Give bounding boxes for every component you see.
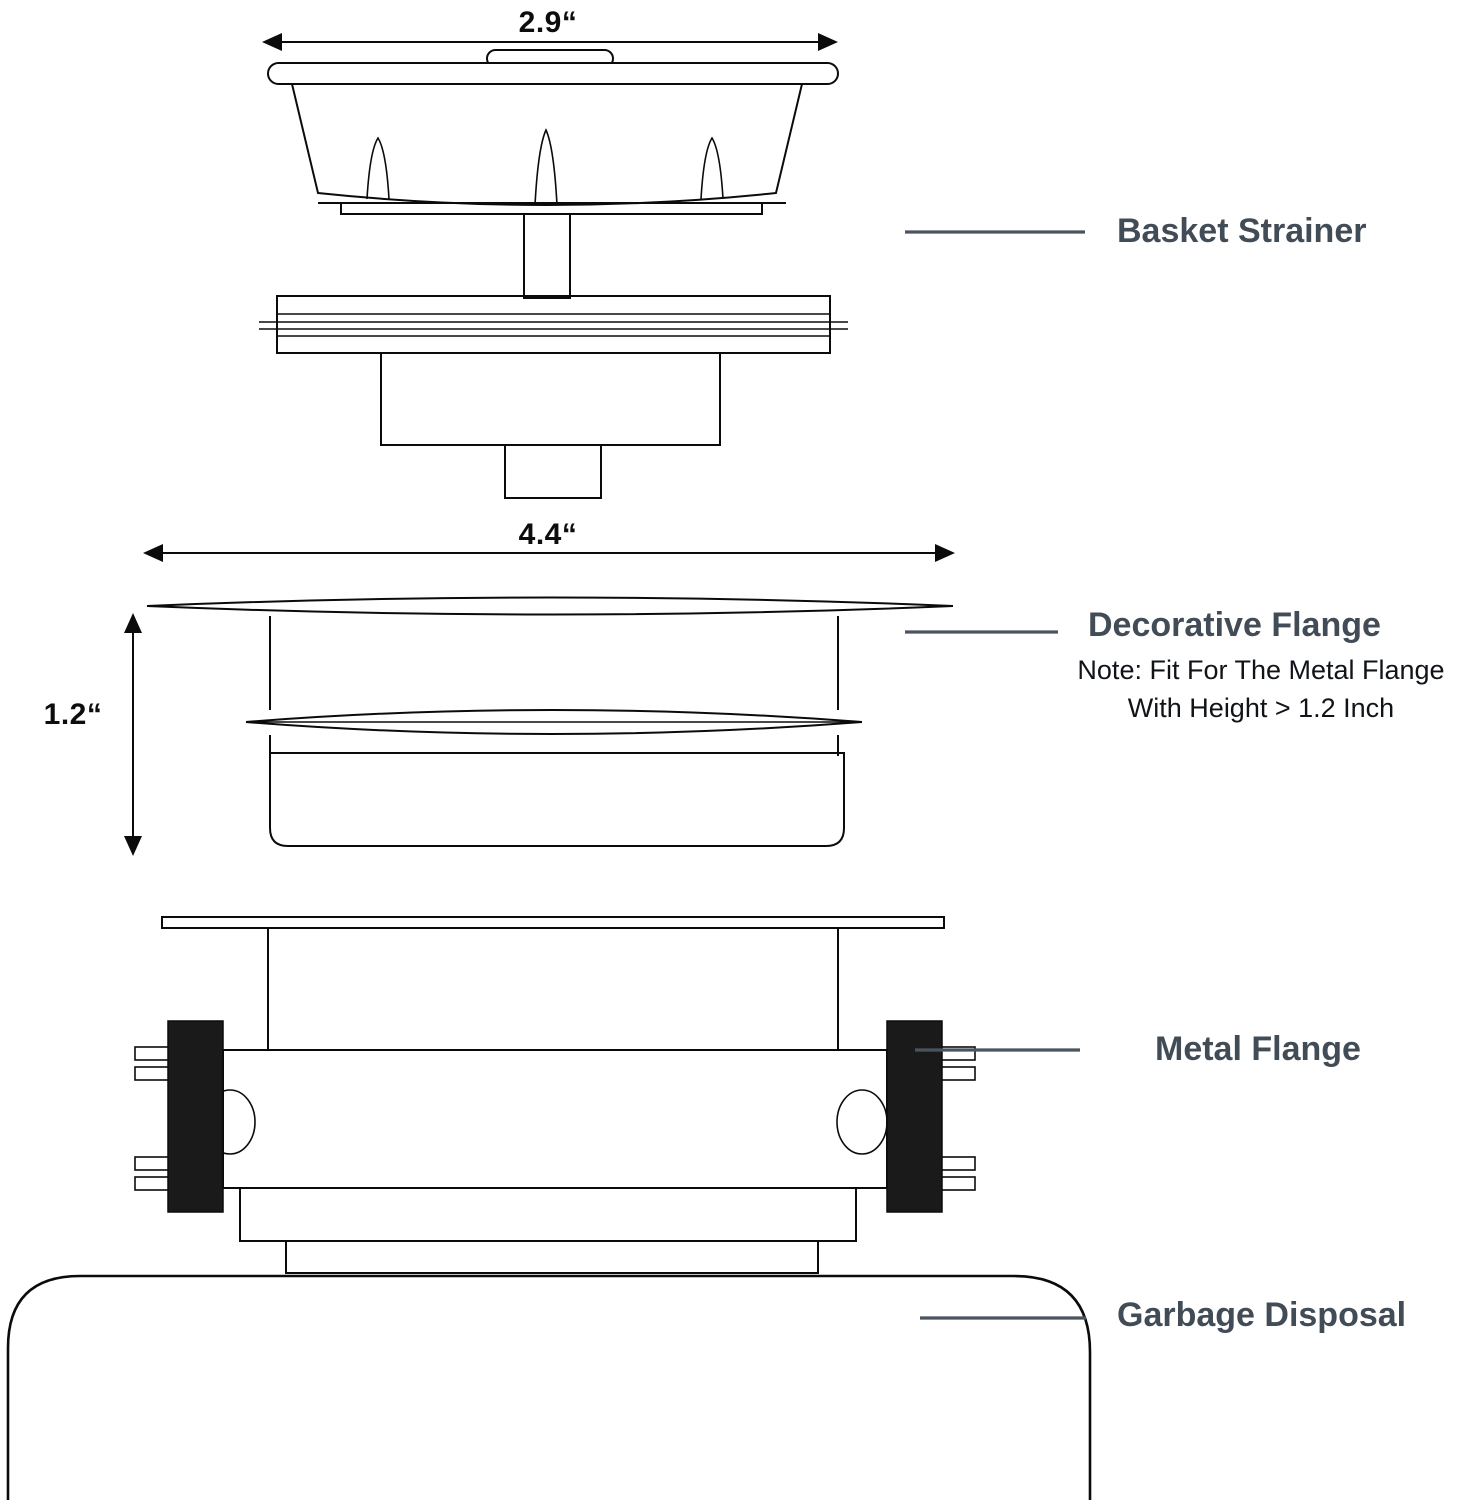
decorative-flange-drawing (146, 596, 954, 847)
basket-strainer-label: Basket Strainer (1117, 212, 1367, 250)
fit-note: Note: Fit For The Metal Flange With Heig… (1050, 652, 1472, 728)
basket-strainer-drawing (259, 49, 848, 499)
metal-flange-label: Metal Flange (1155, 1030, 1361, 1068)
dim-basket-width-arrow (262, 33, 838, 51)
dim-basket-width-label: 2.9“ (518, 6, 578, 39)
dim-flange-width-label: 4.4“ (518, 518, 578, 551)
dim-flange-width-arrow (143, 544, 955, 562)
dim-flange-height-arrow (124, 613, 142, 856)
fit-note-line2: With Height > 1.2 Inch (1127, 692, 1395, 723)
metal-flange-drawing (134, 916, 976, 1274)
garbage-disposal-drawing (6, 1274, 1092, 1500)
fit-note-line1: Note: Fit For The Metal Flange (1077, 655, 1445, 685)
garbage-disposal-label: Garbage Disposal (1117, 1296, 1407, 1334)
decorative-flange-label: Decorative Flange (1088, 606, 1381, 644)
dim-flange-height-label: 1.2“ (43, 698, 103, 731)
